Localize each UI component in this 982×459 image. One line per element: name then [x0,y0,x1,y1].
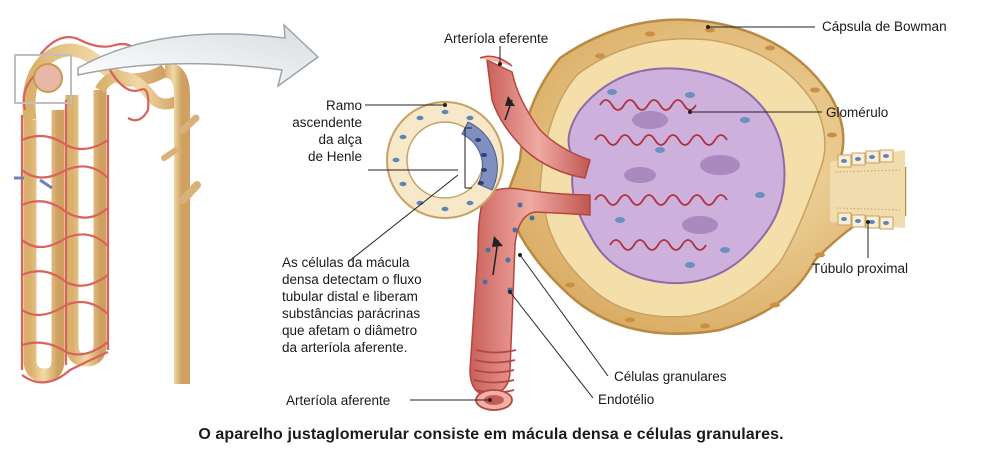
nephron-overview [14,36,201,384]
efferent-arteriole [479,55,591,179]
label-ascending-limb-line-2: ascendente [292,115,362,130]
label-ascending-limb-line-3: da alça [318,132,362,147]
label-macula-densa-note: As células da mácula densa detectam o fl… [282,254,422,356]
glomerulus [567,67,786,284]
macula-note-line-6: da arteríola aferente. [282,340,408,355]
zoom-arrow [77,23,320,88]
label-ascending-limb: Ramo ascendente da alça de Henle [288,97,362,165]
macula-note-line-2: densa detectam o fluxo [282,272,422,287]
figure-caption: O aparelho justaglomerular consiste em m… [198,426,784,443]
label-granular-cells: Células granulares [614,369,727,384]
macula-note-line-3: tubular distal e liberam [282,289,418,304]
label-glomerulus: Glomérulo [826,105,889,120]
afferent-arteriole [469,187,591,411]
macula-note-line-1: As células da mácula [282,255,410,270]
label-proximal-tubule: Túbulo proximal [812,261,909,276]
label-bowman-capsule: Cápsula de Bowman [822,19,947,34]
label-ascending-limb-line-4: de Henle [307,149,362,164]
macula-note-line-4: substâncias parácrinas [282,306,421,321]
proximal-tubule [830,149,905,230]
label-efferent-arteriole: Arteríola eferente [444,31,549,46]
label-afferent-arteriole: Arteríola aferente [286,393,391,408]
macula-note-line-5: que afetam o diâmetro [282,323,418,338]
label-ascending-limb-line-1: Ramo [325,98,362,113]
leader-lines [347,26,869,401]
label-endothelium: Endotélio [598,392,655,407]
loop-of-henle-ascending-limb [386,101,504,219]
